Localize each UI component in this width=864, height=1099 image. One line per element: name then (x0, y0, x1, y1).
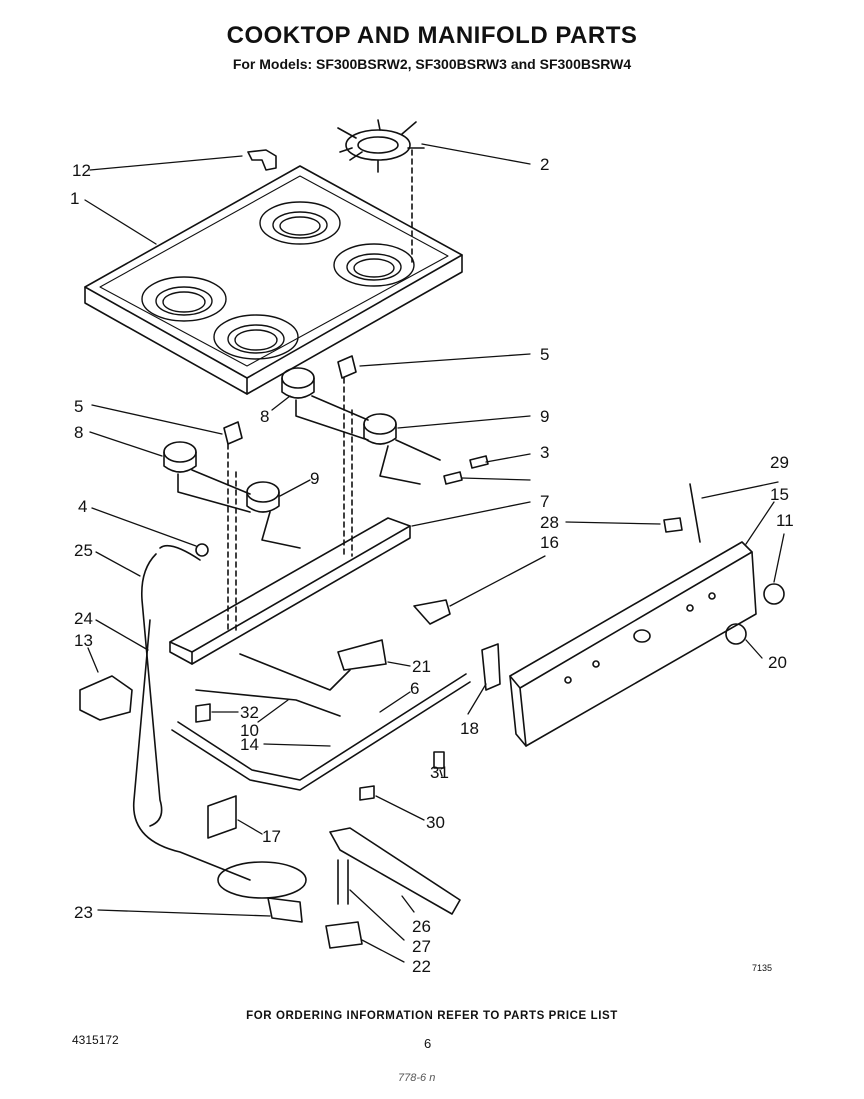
callout-24: 26 (412, 917, 431, 936)
valve-16 (413, 599, 451, 625)
callout-6: 6 (410, 679, 419, 698)
callout-11: 11 (776, 511, 794, 530)
screw-31 (433, 751, 445, 769)
callout-8-left: 8 (74, 423, 83, 442)
callout-14: 14 (240, 735, 259, 754)
fitting-32 (195, 703, 211, 723)
control-panel (509, 541, 757, 747)
bracket-17 (207, 795, 237, 839)
callout-15: 15 (770, 485, 789, 504)
callout-labels: 12 2 1 5 5 8 8 9 9 3 7 4 25 29 15 28 16 … (70, 155, 794, 976)
callout-7: 7 (540, 492, 549, 511)
page-number: 6 (424, 1036, 432, 1051)
callout-20: 20 (768, 653, 787, 672)
callout-1: 1 (70, 189, 79, 208)
screw-30 (359, 785, 375, 801)
clip-5-upper (337, 355, 357, 379)
knob-20 (725, 623, 747, 645)
valve-21 (337, 639, 387, 671)
callout-32: 32 (240, 703, 259, 722)
ordering-note: FOR ORDERING INFORMATION REFER TO PARTS … (246, 1010, 618, 1022)
callout-10: 10 (240, 721, 259, 740)
callout-21: 21 (412, 657, 431, 676)
callout-29: 29 (770, 453, 789, 472)
leader-lines (84, 143, 785, 963)
screw-28 (663, 517, 683, 533)
callout-5-left: 5 (74, 397, 83, 416)
callout-16: 16 (540, 533, 559, 552)
callout-8-right: 8 (260, 407, 269, 426)
manifold-pipe (132, 544, 471, 881)
callout-17: 17 (262, 827, 281, 846)
knob-11 (763, 583, 785, 605)
callout-22: 22 (412, 957, 431, 976)
model-subtitle: For Models: SF300BSRW2, SF300BSRW3 and S… (232, 56, 632, 72)
callout-13: 13 (74, 631, 93, 650)
bottom-mark: 778-6 n (398, 1072, 436, 1084)
manifold-bracket (169, 517, 411, 665)
document-part-number: 4315172 (72, 1033, 119, 1047)
cooktop (84, 165, 463, 395)
igniter-23 (267, 897, 303, 923)
callout-23: 23 (74, 903, 93, 922)
callout-9-left: 9 (310, 469, 319, 488)
callout-3: 3 (540, 443, 549, 462)
right-burner-assembly (281, 367, 489, 557)
callout-18: 18 (460, 719, 479, 738)
burner-openings (141, 201, 415, 360)
callout-28: 28 (540, 513, 559, 532)
callout-30: 30 (426, 813, 445, 832)
callout-31: 31 (430, 763, 449, 782)
page-title: COOKTOP AND MANIFOLD PARTS (226, 22, 638, 49)
orifice-3b (443, 471, 463, 485)
clip-12 (247, 149, 277, 171)
burner-grate (337, 119, 425, 263)
callout-25: 27 (412, 937, 431, 956)
orifice-3a (469, 455, 489, 469)
callout-9-right: 9 (540, 407, 549, 426)
callout-27: 25 (74, 541, 93, 560)
oven-burner (217, 827, 461, 949)
callout-5-right: 5 (540, 345, 549, 364)
regulator-13 (79, 675, 133, 721)
knob-29 (689, 483, 701, 543)
clip-5-lower (223, 421, 243, 445)
callout-2: 2 (540, 155, 549, 174)
figure-code: 7135 (752, 963, 773, 973)
callout-4: 4 (78, 497, 87, 516)
valve-22 (325, 921, 363, 949)
nut-4 (195, 543, 209, 557)
bracket-18 (481, 643, 501, 691)
callout-26: 24 (74, 609, 93, 628)
callout-12: 12 (72, 161, 91, 180)
